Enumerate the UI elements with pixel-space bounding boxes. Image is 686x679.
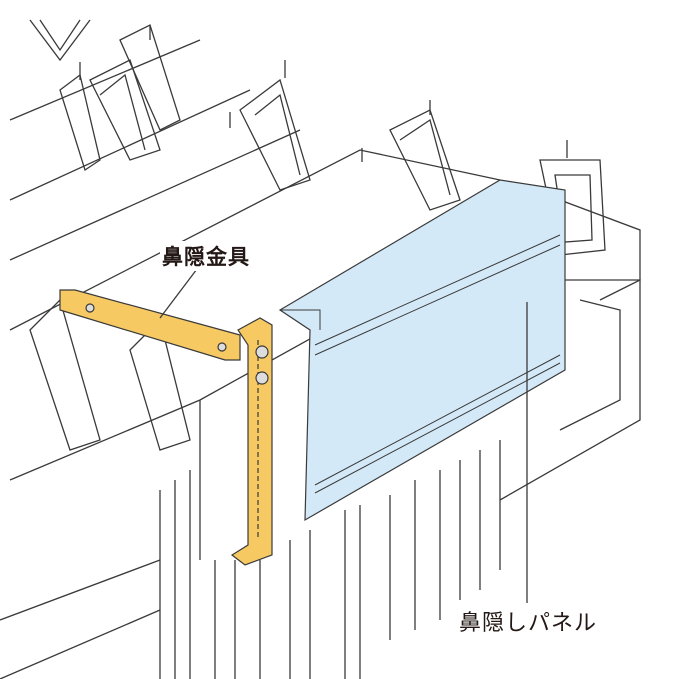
fascia-panel bbox=[278, 179, 566, 522]
bracket-leader-line bbox=[159, 264, 201, 319]
fascia-bracket bbox=[59, 289, 273, 566]
fascia-bracket-label: 鼻隠金具 bbox=[160, 241, 252, 271]
fascia-panel-label: 鼻隠しパネル bbox=[457, 605, 600, 637]
